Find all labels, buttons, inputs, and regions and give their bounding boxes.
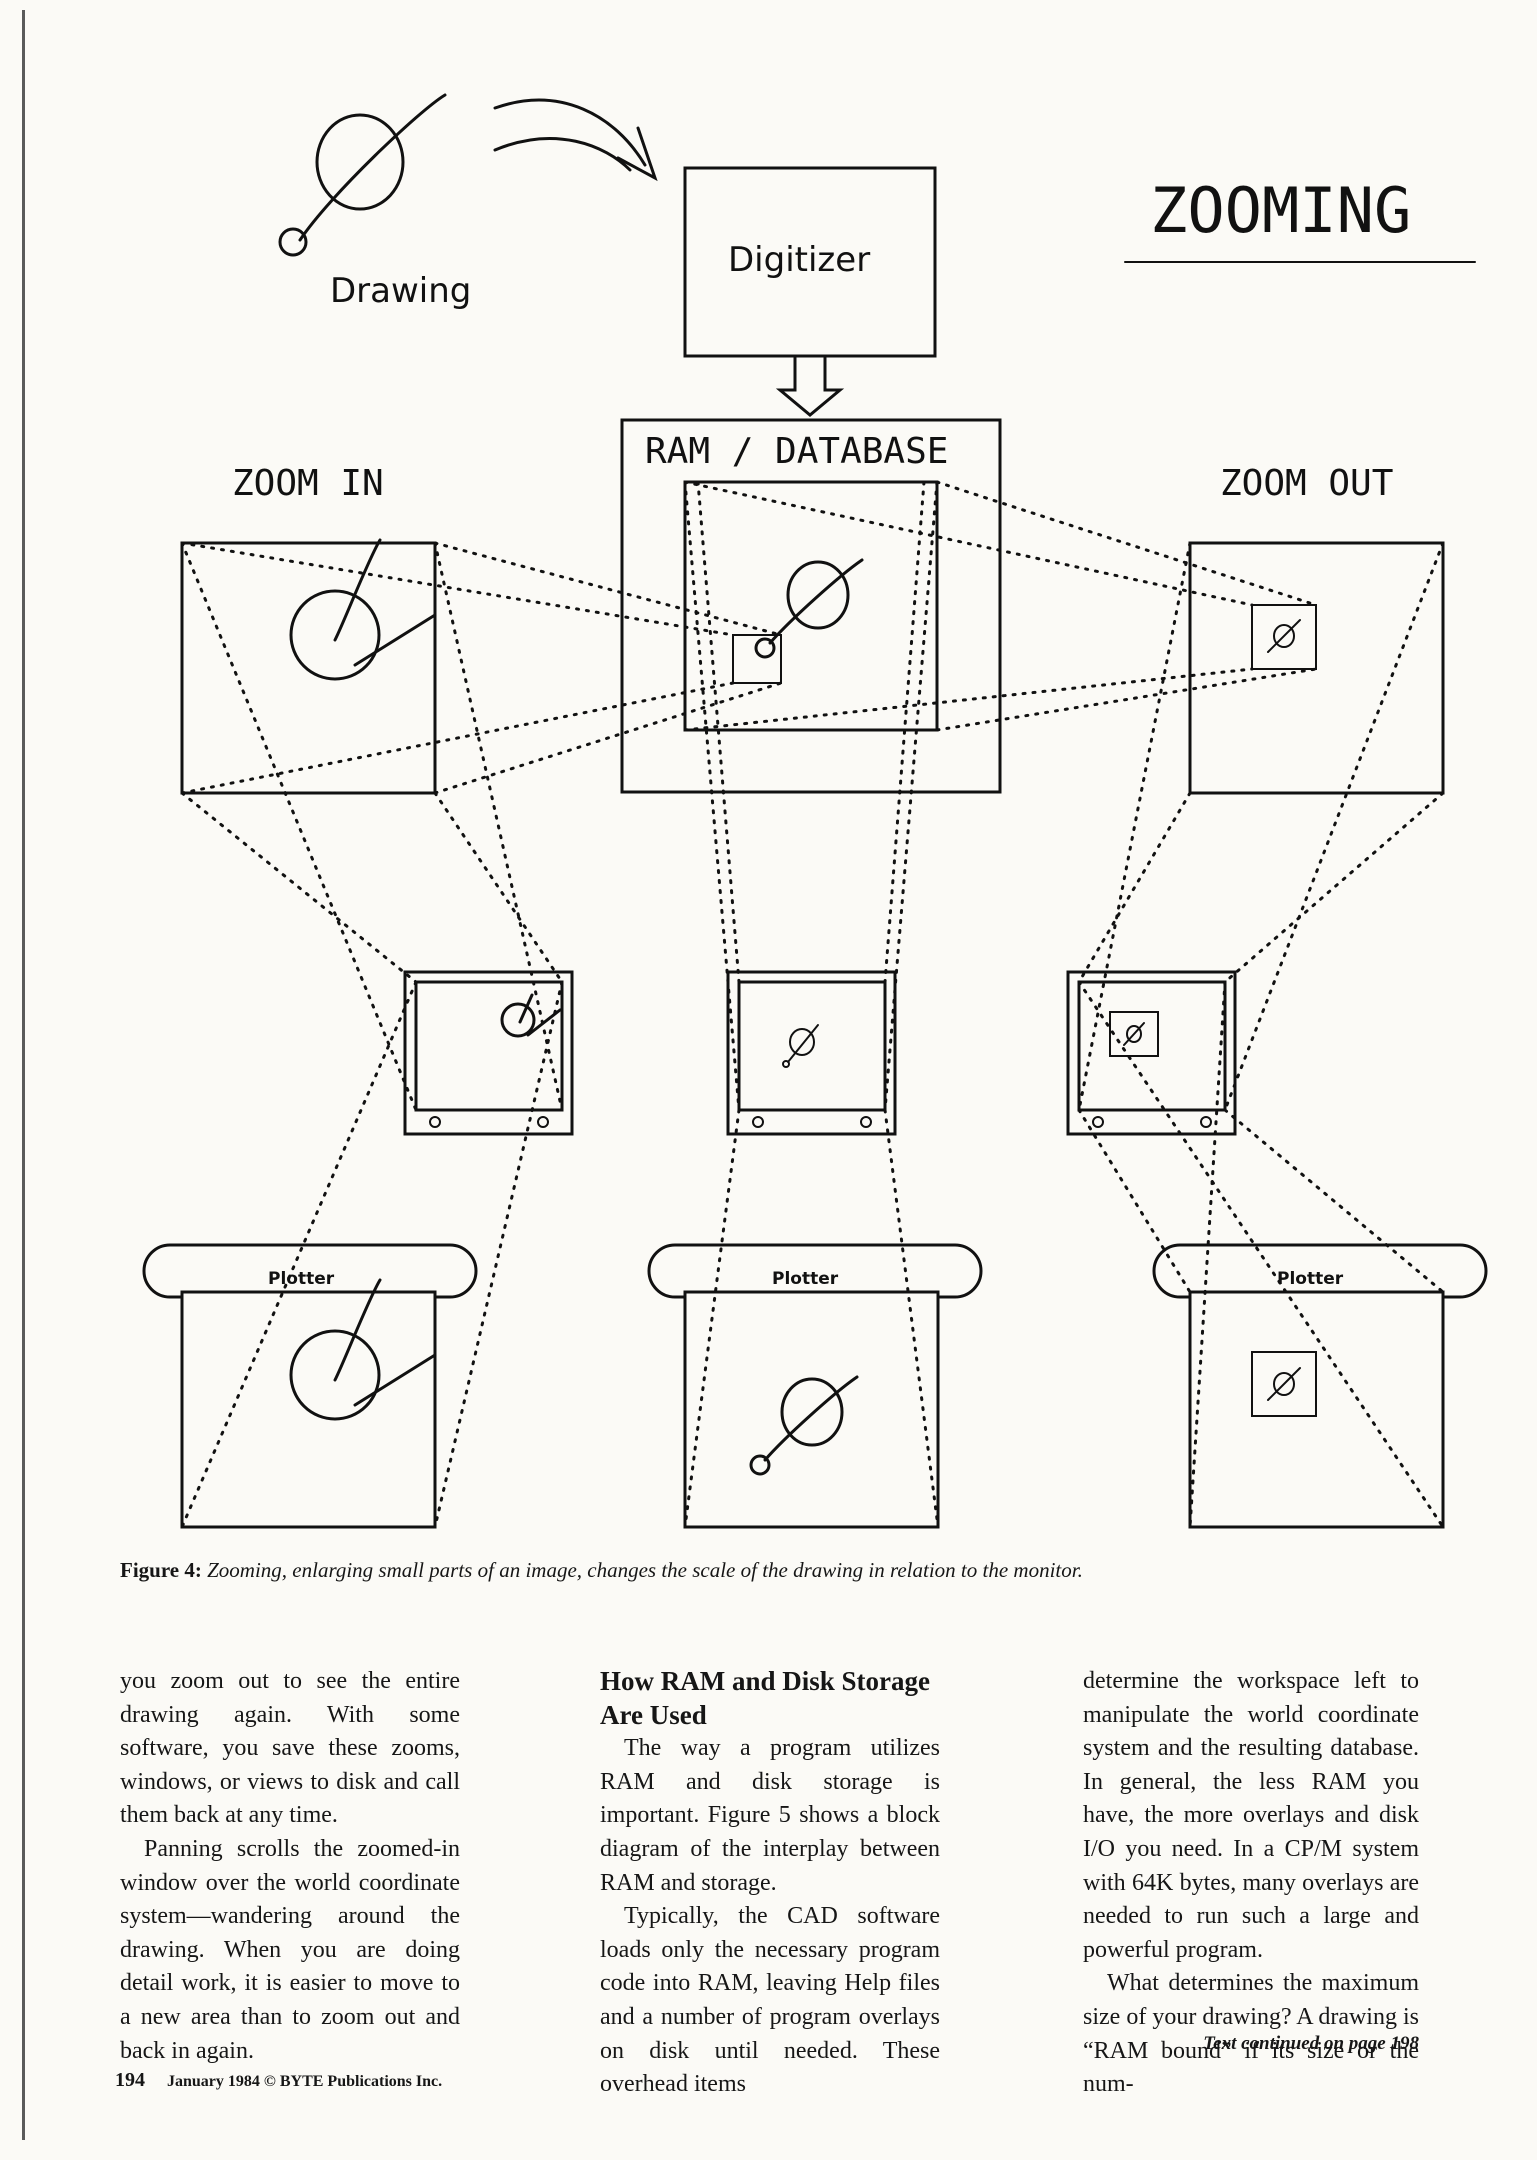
ram-saturn <box>754 558 864 659</box>
figure-caption: Figure 4: Zooming, enlarging small parts… <box>120 1556 1420 1584</box>
paragraph: determine the workspace left to manipula… <box>1083 1668 1419 1963</box>
monitor-center <box>726 970 897 1136</box>
page-footer: 194 January 1984 © BYTE Publications Inc… <box>115 2069 442 2092</box>
zoom-out-saturn <box>1267 619 1301 653</box>
curved-arrow <box>493 98 658 182</box>
label-ram-database: RAM / DATABASE <box>645 431 948 472</box>
zooming-figure: Drawing Digitizer ZOOMING RAM / DATABASE… <box>142 93 1488 1529</box>
paragraph: Typically, the CAD software loads only t… <box>600 1903 940 2098</box>
section-heading: How RAM and Disk Storage Are Used <box>600 1666 931 1730</box>
label-zoom-out: ZOOM OUT <box>1220 463 1393 504</box>
zoom-out-box <box>1188 541 1445 795</box>
plotter-center <box>647 1243 983 1529</box>
label-plotter-left: Plotter <box>268 1269 335 1289</box>
monitor-zoom-in <box>403 970 574 1136</box>
article-column-1: you zoom out to see the entire drawing a… <box>120 1665 460 2068</box>
page-number: 194 <box>115 2069 145 2091</box>
text-continued-note: Text continued on page 198 <box>1203 2033 1419 2054</box>
label-digitizer: Digitizer <box>728 240 870 280</box>
zoom-out-window <box>1251 604 1317 670</box>
projection-lines <box>180 480 1445 1529</box>
drawing-sketch <box>278 93 447 257</box>
zoom-in-sketch <box>289 538 437 681</box>
paragraph: The way a program utilizes RAM and disk … <box>600 1735 940 1896</box>
plotter-zoom-out <box>1152 1243 1488 1529</box>
paragraph: Panning scrolls the zoomed-in window ove… <box>120 1835 460 2064</box>
monitor-zoom-out <box>1066 970 1237 1136</box>
ram-database-box <box>620 418 1002 794</box>
paragraph: What determines the maximum size of your… <box>1083 1970 1419 2098</box>
publication-line: January 1984 © BYTE Publications Inc. <box>167 2073 443 2090</box>
figure-label: Figure 4: <box>120 1558 202 1582</box>
page-binding-edge <box>22 10 25 2140</box>
article-column-2: How RAM and Disk Storage Are Used The wa… <box>600 1665 940 2102</box>
paragraph: you zoom out to see the entire drawing a… <box>120 1668 460 1829</box>
label-plotter-right: Plotter <box>1277 1269 1344 1289</box>
ram-inner-frame <box>683 480 939 732</box>
digitizer-box <box>683 166 937 358</box>
label-zooming: ZOOMING <box>1150 174 1411 247</box>
article-column-3: determine the workspace left to manipula… <box>1083 1665 1419 2102</box>
plotter-zoom-in <box>142 1243 478 1529</box>
label-zoom-in: ZOOM IN <box>232 463 384 504</box>
label-plotter-center: Plotter <box>772 1269 839 1289</box>
label-drawing: Drawing <box>330 271 471 311</box>
zoom-in-box <box>180 541 437 795</box>
caption-text: Zooming, enlarging small parts of an ima… <box>207 1558 1083 1582</box>
zoom-window-rect <box>732 634 782 684</box>
down-arrow <box>775 356 845 417</box>
